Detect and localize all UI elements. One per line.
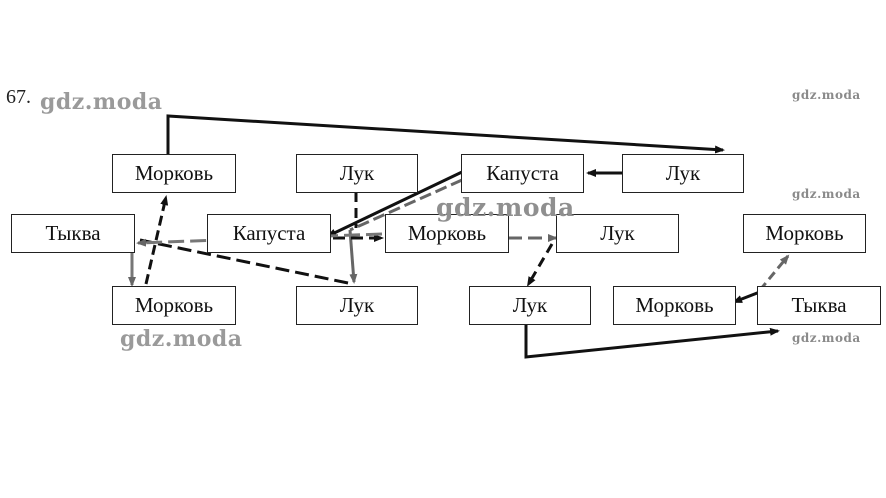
node-morkov-mid: Морковь: [385, 214, 509, 253]
watermark: gdz.moda: [792, 331, 861, 345]
node-morkov-bottom-right: Морковь: [613, 286, 736, 325]
node-luk-bottom: Лук: [469, 286, 591, 325]
watermark: gdz.moda: [792, 88, 861, 102]
arrow-morkov-br-to-mid-right: [758, 254, 790, 291]
node-luk-top-left: Лук: [296, 154, 418, 193]
node-luk-mid: Лук: [556, 214, 679, 253]
exercise-number: 67.: [6, 86, 31, 108]
node-luk-top-right: Лук: [622, 154, 744, 193]
watermark: gdz.moda: [120, 326, 243, 352]
node-tykva-mid: Тыква: [11, 214, 135, 253]
arrow-kapusta-top-to-mid: [326, 170, 463, 238]
node-morkov-mid-right: Морковь: [743, 214, 866, 253]
arrow-kapusta-to-luk-bottom: [349, 178, 463, 232]
watermark: gdz.moda: [792, 187, 861, 201]
node-kapusta-mid: Капуста: [207, 214, 331, 253]
node-kapusta-top: Капуста: [461, 154, 584, 193]
arrow-luk-to-tykva-dark: [139, 238, 349, 285]
arrow-luk-mid-to-bottom: [526, 243, 554, 287]
node-tykva-bottom: Тыква: [757, 286, 881, 325]
arrow-top-long: [166, 114, 725, 154]
node-morkov-bottom-left: Морковь: [112, 286, 236, 325]
watermark: gdz.moda: [436, 193, 575, 222]
node-luk-bottom-left: Лук: [296, 286, 418, 325]
watermark: gdz.moda: [40, 89, 163, 115]
node-morkov-top: Морковь: [112, 154, 236, 193]
arrow-luk-to-tykva-bottom: [524, 323, 780, 359]
